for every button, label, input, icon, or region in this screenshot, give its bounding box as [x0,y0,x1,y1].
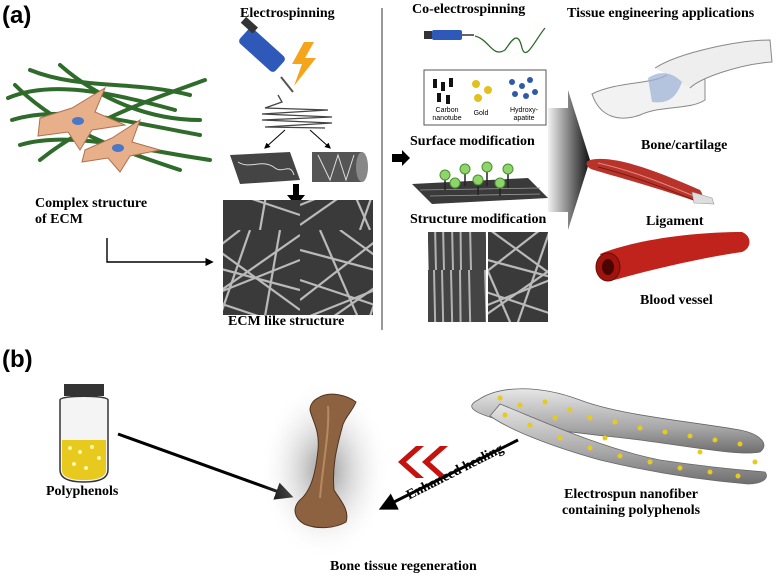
lightning-icon [292,42,316,86]
modification-arrow [392,150,410,166]
ecm-label: Complex structure of ECM [35,196,148,228]
nanofiber-illustration [471,388,767,485]
drum-collector [312,152,368,182]
chevron-icon [398,446,424,478]
applications-title: Tissue engineering applications [567,6,755,21]
carbon-nanotube-icon [433,78,453,104]
ecm-like-sem-image [223,200,373,315]
gold-label: Gold [473,110,489,117]
aligned-fiber-image [428,232,486,322]
surface-modification-title: Surface modification [410,134,535,149]
ligament-icon [586,158,715,205]
flat-collector [230,152,300,184]
gold-icon [472,80,492,102]
bone-joint-icon [591,39,773,119]
bone-icon [294,393,357,529]
hydroxyapatite-label: Hydroxy- apatite [509,107,538,123]
spin-coil [261,94,333,129]
ecm-like-label: ECM like structure [228,314,345,329]
applications-arrow [548,90,590,230]
random-fiber-image [488,232,548,322]
syringe-icon [239,16,294,93]
electrospinning-title: Electrospinning [240,6,335,21]
polyphenols-label: Polyphenols [46,484,119,499]
hydroxyapatite-icon [509,77,538,99]
bone-regeneration-label: Bone tissue regeneration [330,559,477,574]
ecm-illustration [6,63,212,173]
nanofiber-label: Electrospun nanofiber containing polyphe… [562,487,701,519]
structure-modification-title: Structure modification [410,212,547,227]
panel-a-label: (a) [2,2,32,29]
chevron-icon [422,446,448,478]
co-electrospinning-title: Co-electrospinning [412,2,526,17]
co-syringe-icon [424,27,546,54]
app-blood-vessel: Blood vessel [640,293,713,308]
app-bone-cartilage: Bone/cartilage [641,138,728,153]
healing-arrow [378,438,519,510]
blood-vessel-icon [595,232,750,282]
ecm-arrow [106,238,214,267]
polyphenol-vial-icon [59,384,109,483]
carbon-nanotube-label: Carbon nanotube [432,107,462,123]
surface-modification-illustration [412,161,548,204]
panel-b-label: (b) [2,346,33,373]
app-ligament: Ligament [646,214,704,229]
